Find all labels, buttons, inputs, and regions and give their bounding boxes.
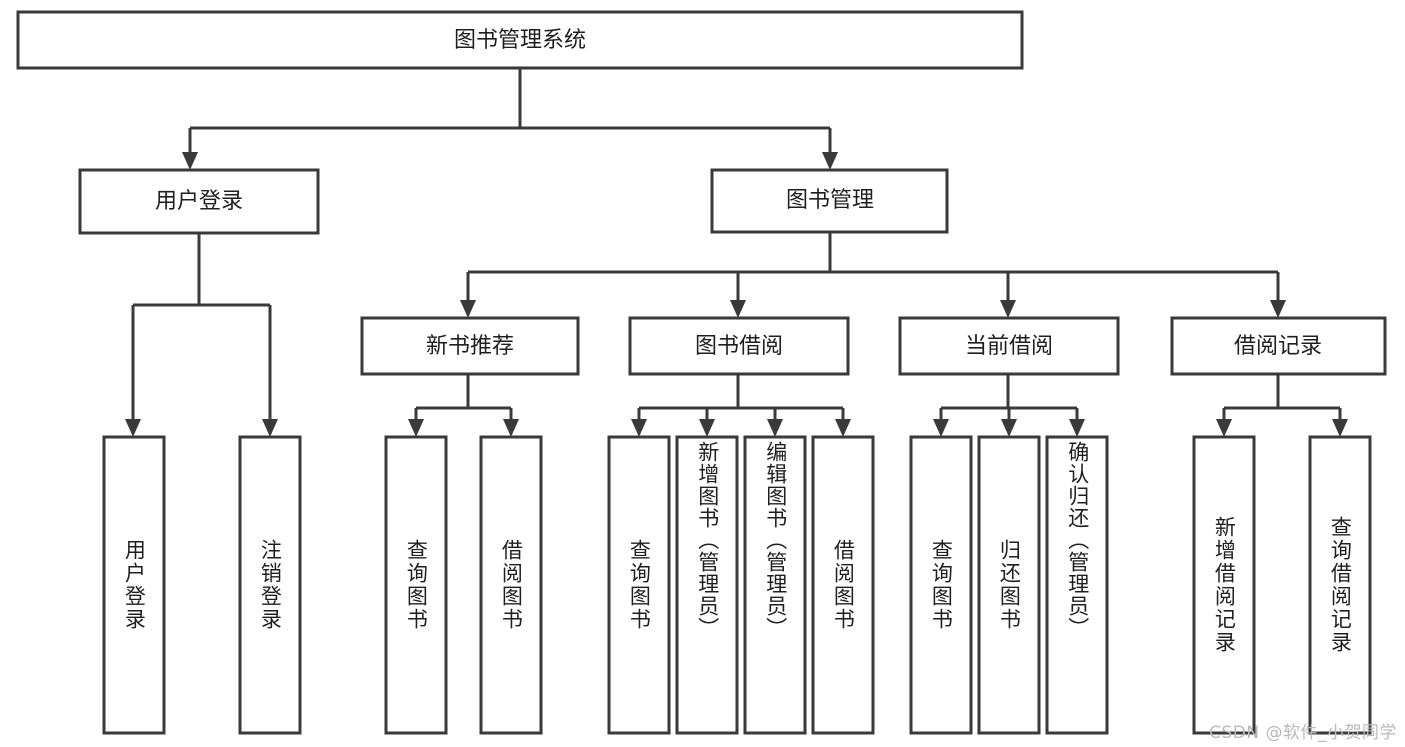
- leaf-boxes-group: [102, 435, 1372, 735]
- leaf-label-current-borrow-2: 归还图书: [997, 539, 1022, 631]
- leaf-box-user-login-1[interactable]: [102, 435, 166, 735]
- arrow-head-new-book-leaf2: [503, 419, 519, 437]
- leaf-box-book-borrow-1[interactable]: [607, 435, 671, 735]
- node-borrow-record[interactable]: 借阅记录: [1170, 316, 1387, 376]
- node-new-book-box[interactable]: [360, 316, 580, 376]
- leaf-label-user-login-2: 注销登录: [258, 539, 283, 631]
- leaf-box-current-borrow-2[interactable]: [977, 435, 1041, 735]
- arrow-head-book-borrow-leaf4: [835, 419, 851, 437]
- node-borrow-record-label: 借阅记录: [1234, 334, 1322, 359]
- leaf-label-current-borrow-3: 确认归还（管理员）: [1065, 441, 1090, 639]
- leaf-box-user-login-2[interactable]: [238, 435, 302, 735]
- leaf-label-new-book-1-wrap: 查询图书: [386, 437, 446, 733]
- leaf-label-current-borrow-1: 查询图书: [929, 539, 954, 631]
- node-user-login[interactable]: 用户登录: [78, 168, 320, 235]
- leaf-label-current-borrow-2-wrap: 归还图书: [979, 437, 1039, 733]
- arrow-head-book-borrow-leaf2: [699, 419, 715, 437]
- arrow-head-new-book: [460, 300, 476, 318]
- arrow-head-book-borrow-leaf1: [631, 419, 647, 437]
- node-root[interactable]: 图书管理系统: [16, 10, 1024, 70]
- arrow-head-current-borrow-leaf3: [1069, 419, 1085, 437]
- leaf-label-user-login-1: 用户登录: [122, 539, 147, 631]
- arrow-head-book-manage: [822, 152, 838, 170]
- leaf-box-book-borrow-2[interactable]: [675, 435, 739, 735]
- leaf-label-borrow-record-2-wrap: 查询借阅记录: [1310, 437, 1370, 733]
- leaf-box-new-book-1[interactable]: [384, 435, 448, 735]
- arrow-head-user-login-leaf1: [125, 419, 141, 437]
- csdn-watermark: CSDN @软件_小贺同学: [1209, 723, 1397, 743]
- arrow-head-current-borrow-leaf2: [1001, 419, 1017, 437]
- leaf-label-book-borrow-4-wrap: 借阅图书: [813, 437, 873, 733]
- leaf-label-user-login-2-wrap: 注销登录: [240, 437, 300, 733]
- node-borrow-record-box[interactable]: [1170, 316, 1387, 376]
- node-user-login-label: 用户登录: [155, 189, 243, 214]
- leaf-label-book-borrow-4: 借阅图书: [831, 539, 856, 631]
- leaf-box-book-borrow-3[interactable]: [743, 435, 807, 735]
- arrow-head-borrow-record-leaf1: [1216, 419, 1232, 437]
- node-root-box[interactable]: [16, 10, 1024, 70]
- arrow-head-new-book-leaf1: [408, 419, 424, 437]
- arrow-head-book-borrow: [730, 300, 746, 318]
- arrow-head-current-borrow-leaf1: [933, 419, 949, 437]
- node-current-borrow-label: 当前借阅: [965, 334, 1053, 359]
- leaf-label-current-borrow-1-wrap: 查询图书: [911, 437, 971, 733]
- arrow-head-user-login: [182, 152, 198, 170]
- leaf-box-current-borrow-1[interactable]: [909, 435, 973, 735]
- leaf-label-new-book-2: 借阅图书: [499, 539, 524, 631]
- node-current-borrow-box[interactable]: [898, 316, 1120, 376]
- leaf-label-book-borrow-1: 查询图书: [627, 539, 652, 631]
- leaf-label-book-borrow-3: 编辑图书（管理员）: [763, 441, 788, 639]
- arrow-head-book-borrow-leaf3: [767, 419, 783, 437]
- node-root-label: 图书管理系统: [454, 28, 586, 53]
- leaf-label-current-borrow-3-wrap: 确认归还（管理员）: [1047, 441, 1107, 733]
- leaf-label-book-borrow-3-wrap: 编辑图书（管理员）: [745, 441, 805, 733]
- node-book-manage[interactable]: 图书管理: [710, 168, 949, 234]
- node-book-manage-label: 图书管理: [786, 188, 874, 213]
- edges-group: [125, 68, 1348, 437]
- leaf-label-borrow-record-1: 新增借阅记录: [1212, 516, 1237, 654]
- leaf-box-book-borrow-4[interactable]: [811, 435, 875, 735]
- arrow-head-current-borrow: [1000, 300, 1016, 318]
- leaf-box-borrow-record-2[interactable]: [1308, 435, 1372, 735]
- leaf-label-borrow-record-2: 查询借阅记录: [1328, 516, 1353, 654]
- leaf-box-current-borrow-3[interactable]: [1045, 435, 1109, 735]
- leaf-label-borrow-record-1-wrap: 新增借阅记录: [1194, 437, 1254, 733]
- arrow-head-user-login-leaf2: [262, 419, 278, 437]
- node-book-manage-box[interactable]: [710, 168, 949, 234]
- arrow-head-borrow-record: [1270, 300, 1286, 318]
- node-book-borrow[interactable]: 图书借阅: [628, 316, 850, 376]
- node-current-borrow[interactable]: 当前借阅: [898, 316, 1120, 376]
- leaf-label-user-login-1-wrap: 用户登录: [104, 437, 164, 733]
- leaf-label-new-book-2-wrap: 借阅图书: [481, 437, 541, 733]
- node-new-book[interactable]: 新书推荐: [360, 316, 580, 376]
- leaf-label-new-book-1: 查询图书: [404, 539, 429, 631]
- leaf-label-book-borrow-1-wrap: 查询图书: [609, 437, 669, 733]
- node-new-book-label: 新书推荐: [426, 334, 514, 359]
- node-book-borrow-box[interactable]: [628, 316, 850, 376]
- leaf-label-book-borrow-2: 新增图书（管理员）: [695, 441, 720, 639]
- arrow-head-borrow-record-leaf2: [1332, 419, 1348, 437]
- leaf-box-new-book-2[interactable]: [479, 435, 543, 735]
- leaf-label-book-borrow-2-wrap: 新增图书（管理员）: [677, 441, 737, 733]
- leaf-box-borrow-record-1[interactable]: [1192, 435, 1256, 735]
- node-user-login-box[interactable]: [78, 168, 320, 235]
- node-book-borrow-label: 图书借阅: [695, 334, 783, 359]
